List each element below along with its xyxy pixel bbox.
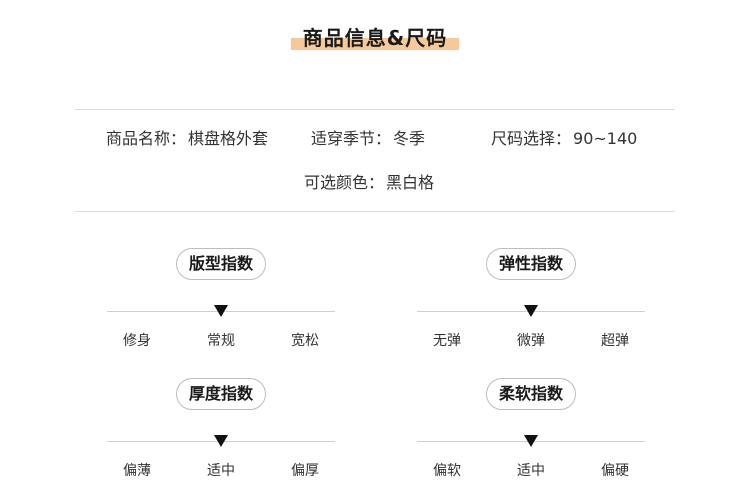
index-thickness: 厚度指数 偏薄 适中 偏厚 xyxy=(107,378,335,488)
index-thickness-option-2: 偏厚 xyxy=(291,463,319,479)
title-wrap: 商品信息&尺码 xyxy=(0,24,750,52)
info-season-label: 适穿季节： xyxy=(311,129,392,148)
index-elasticity-option-2: 超弹 xyxy=(601,333,629,349)
info-size-label: 尺码选择： xyxy=(491,129,572,148)
info-product-name-value: 棋盘格外套 xyxy=(188,129,269,148)
info-product-name: 商品名称：棋盘格外套 xyxy=(106,128,268,150)
index-elasticity: 弹性指数 无弹 微弹 超弹 xyxy=(417,248,645,358)
index-softness-title: 柔软指数 xyxy=(485,378,577,410)
index-thickness-option-1: 适中 xyxy=(207,463,235,479)
index-softness-option-0: 偏软 xyxy=(433,463,461,479)
info-size: 尺码选择：90~140 xyxy=(491,128,637,150)
index-thickness-option-0: 偏薄 xyxy=(123,463,151,479)
index-elasticity-option-1: 微弹 xyxy=(517,333,545,349)
index-fit-title: 版型指数 xyxy=(175,248,267,280)
index-fit-option-1: 常规 xyxy=(207,333,235,349)
index-elasticity-title: 弹性指数 xyxy=(485,248,577,280)
index-thickness-title: 厚度指数 xyxy=(175,378,267,410)
info-season-value: 冬季 xyxy=(393,129,426,148)
info-product-name-label: 商品名称： xyxy=(106,129,187,148)
info-color-label: 可选颜色： xyxy=(304,173,385,192)
divider-top xyxy=(75,109,675,110)
info-season: 适穿季节：冬季 xyxy=(311,128,425,150)
index-elasticity-marker xyxy=(524,305,538,317)
info-color: 可选颜色：黑白格 xyxy=(304,172,434,194)
info-color-value: 黑白格 xyxy=(386,173,435,192)
index-fit: 版型指数 修身 常规 宽松 xyxy=(107,248,335,358)
page-title-text: 商品信息&尺码 xyxy=(302,26,448,50)
index-fit-option-0: 修身 xyxy=(123,333,151,349)
index-softness-option-2: 偏硬 xyxy=(601,463,629,479)
index-softness: 柔软指数 偏软 适中 偏硬 xyxy=(417,378,645,488)
index-fit-option-2: 宽松 xyxy=(291,333,319,349)
index-elasticity-option-0: 无弹 xyxy=(433,333,461,349)
info-size-value: 90~140 xyxy=(573,129,638,148)
index-fit-marker xyxy=(214,305,228,317)
index-thickness-marker xyxy=(214,435,228,447)
index-softness-option-1: 适中 xyxy=(517,463,545,479)
divider-bottom xyxy=(75,211,675,212)
index-softness-marker xyxy=(524,435,538,447)
title-highlight xyxy=(290,38,460,50)
page-title: 商品信息&尺码 xyxy=(290,24,460,52)
